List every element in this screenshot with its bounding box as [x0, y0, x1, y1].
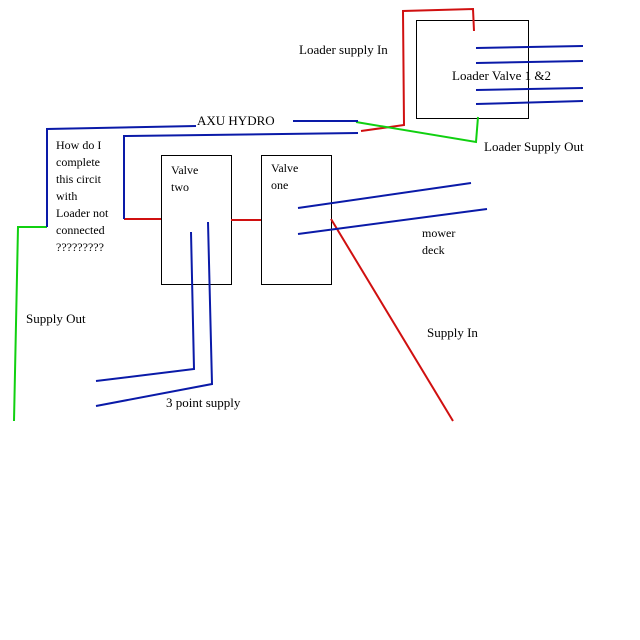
supply-in-label: Supply In [427, 325, 478, 340]
loader-port-4 [475, 100, 584, 105]
loader-valve-label: Loader Valve 1 &2 [452, 68, 552, 83]
mower-deck-line-2 [297, 208, 488, 235]
valve-one-label: Valve one [271, 161, 299, 192]
supply-out-line [13, 226, 47, 422]
three-point-line-1 [95, 231, 196, 382]
mower-deck-line-1 [297, 182, 472, 209]
loader-supply-in-label: Loader supply In [299, 42, 388, 57]
three-point-supply-label: 3 point supply [166, 395, 241, 410]
valve-two-label: Valve two [171, 163, 199, 194]
loader-port-1 [475, 45, 584, 49]
question-note: How do I complete this circit with Loade… [56, 138, 109, 254]
mower-deck-label: mower deck [422, 226, 456, 257]
supply-out-label: Supply Out [26, 311, 86, 326]
axu-hydro-line-lower [123, 132, 359, 219]
axu-hydro-line-upper [46, 125, 197, 227]
loader-supply-out-line [355, 116, 479, 144]
axu-hydro-label: AXU HYDRO [197, 113, 275, 128]
supply-in-line [330, 218, 454, 422]
three-point-line-2 [95, 221, 214, 407]
loader-supply-out-label: Loader Supply Out [484, 139, 584, 154]
loader-valve-box [416, 20, 529, 119]
loader-port-2 [475, 60, 584, 64]
loader-port-3 [475, 87, 584, 91]
